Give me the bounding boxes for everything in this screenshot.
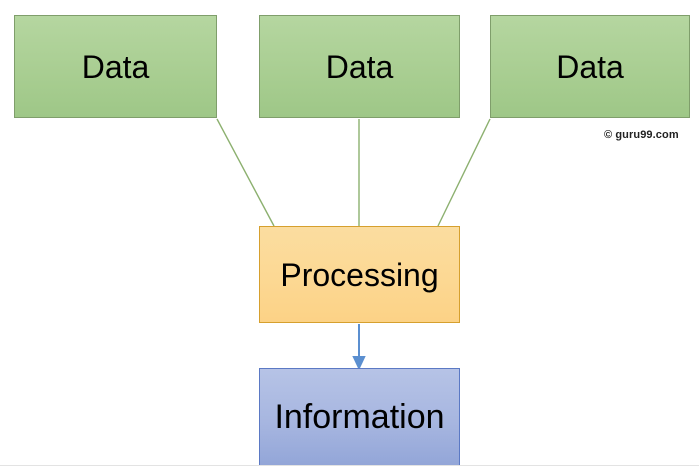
node-information[interactable]: Information	[259, 368, 460, 466]
node-information-label: Information	[274, 398, 445, 436]
baseline-divider	[0, 465, 699, 466]
connector-data-1-to-processing	[216, 118, 275, 227]
node-data-3-label: Data	[556, 48, 624, 85]
node-data-1-label: Data	[81, 48, 150, 85]
connector-data-3-to-processing	[437, 118, 491, 227]
node-processing[interactable]: Processing	[259, 226, 460, 323]
node-data-1[interactable]: Data	[14, 15, 217, 118]
node-data-2-label: Data	[325, 48, 394, 85]
node-data-2[interactable]: Data	[259, 15, 460, 118]
node-data-3[interactable]: Data	[490, 15, 690, 118]
watermark-guru99: © guru99.com	[604, 129, 679, 141]
node-processing-label: Processing	[280, 256, 439, 293]
